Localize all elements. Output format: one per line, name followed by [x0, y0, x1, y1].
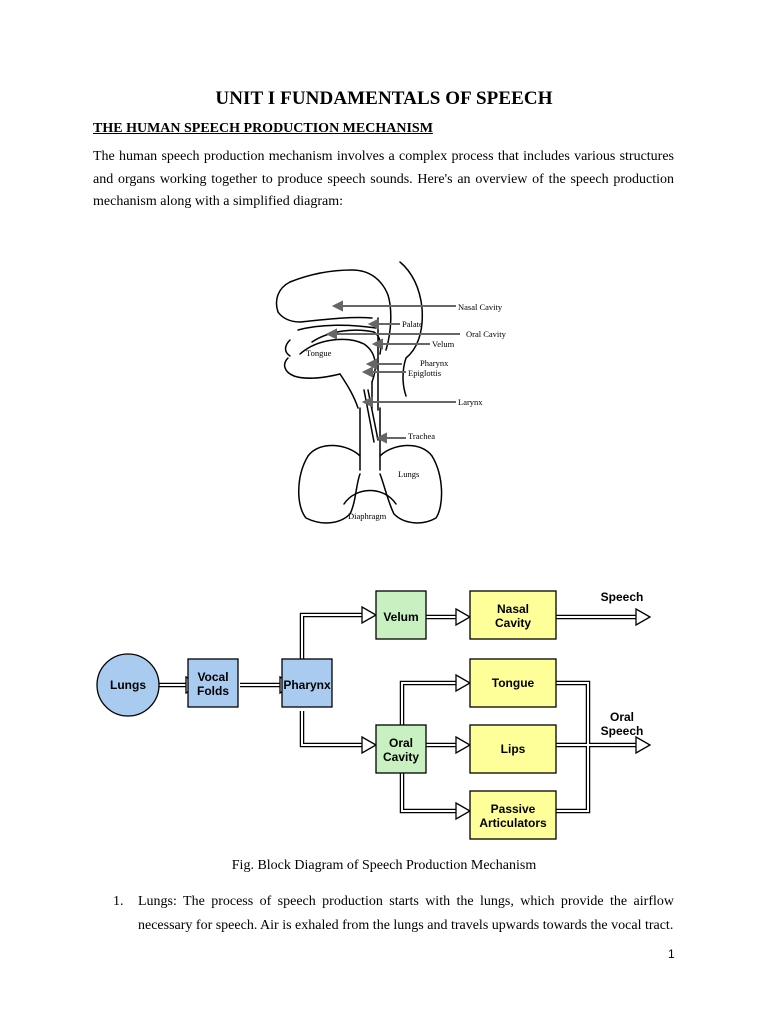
- velum-label: Velum: [432, 339, 455, 349]
- velum-node-label: Velum: [383, 610, 418, 624]
- lungs-node-label: Lungs: [110, 678, 146, 692]
- passive-articulators-node: [469, 790, 557, 840]
- list-text: Lungs: The process of speech production …: [138, 894, 674, 933]
- pharynx-node: [281, 658, 333, 708]
- vocal-folds-node: [187, 658, 239, 708]
- numbered-list: 1. Lungs: The process of speech producti…: [113, 890, 674, 937]
- pharynx-node-label: Pharynx: [283, 678, 331, 692]
- tongue-label: Tongue: [306, 348, 332, 358]
- oral-speech-label-2: Speech: [601, 724, 644, 738]
- list-number: 1.: [113, 894, 124, 909]
- diaphragm-label: Diaphragm: [348, 511, 387, 521]
- lungs-label: Lungs: [398, 469, 419, 479]
- page-number: 1: [668, 947, 675, 961]
- list-item: 1. Lungs: The process of speech producti…: [113, 890, 674, 937]
- nasal-cavity-label-2: Cavity: [495, 616, 531, 630]
- lips-node: [469, 724, 557, 774]
- epiglottis-label: Epiglottis: [408, 368, 441, 378]
- palate-label: Palate: [402, 319, 423, 329]
- vocal-folds-label-1: Vocal: [197, 670, 228, 684]
- speech-output-label: Speech: [601, 590, 644, 604]
- pharynx-label: Pharynx: [420, 358, 449, 368]
- nasal-cavity-node: [469, 590, 557, 640]
- oral-cavity-node: [375, 724, 427, 774]
- intro-paragraph: The human speech production mechanism in…: [93, 149, 674, 209]
- speech-block-diagram: Lungs Vocal Folds Pharynx Velum Oral Cav…: [96, 590, 652, 840]
- trachea-label: Trachea: [408, 431, 435, 441]
- speech-anatomy-diagram: Nasal Cavity Palate Oral Cavity Velum To…: [275, 261, 507, 524]
- nasal-cavity-label-1: Nasal: [497, 602, 529, 616]
- passive-articulators-label-1: Passive: [491, 802, 536, 816]
- nasal-cavity-label: Nasal Cavity: [458, 302, 503, 312]
- larynx-label: Larynx: [458, 397, 483, 407]
- page-title: UNIT I FUNDAMENTALS OF SPEECH: [215, 88, 553, 109]
- section-heading: THE HUMAN SPEECH PRODUCTION MECHANISM: [93, 121, 433, 136]
- figure-caption: Fig. Block Diagram of Speech Production …: [231, 858, 537, 873]
- oral-speech-label-1: Oral: [610, 710, 634, 724]
- lungs-node: [96, 653, 160, 717]
- oral-cavity-label-2: Cavity: [383, 750, 419, 764]
- passive-articulators-label-2: Articulators: [479, 816, 547, 830]
- vocal-folds-label-2: Folds: [197, 684, 229, 698]
- oral-cavity-label: Oral Cavity: [466, 329, 507, 339]
- tongue-node: [469, 658, 557, 708]
- velum-node: [375, 590, 427, 640]
- lips-node-label: Lips: [501, 742, 526, 756]
- tongue-node-label: Tongue: [492, 676, 535, 690]
- oral-cavity-label-1: Oral: [389, 736, 413, 750]
